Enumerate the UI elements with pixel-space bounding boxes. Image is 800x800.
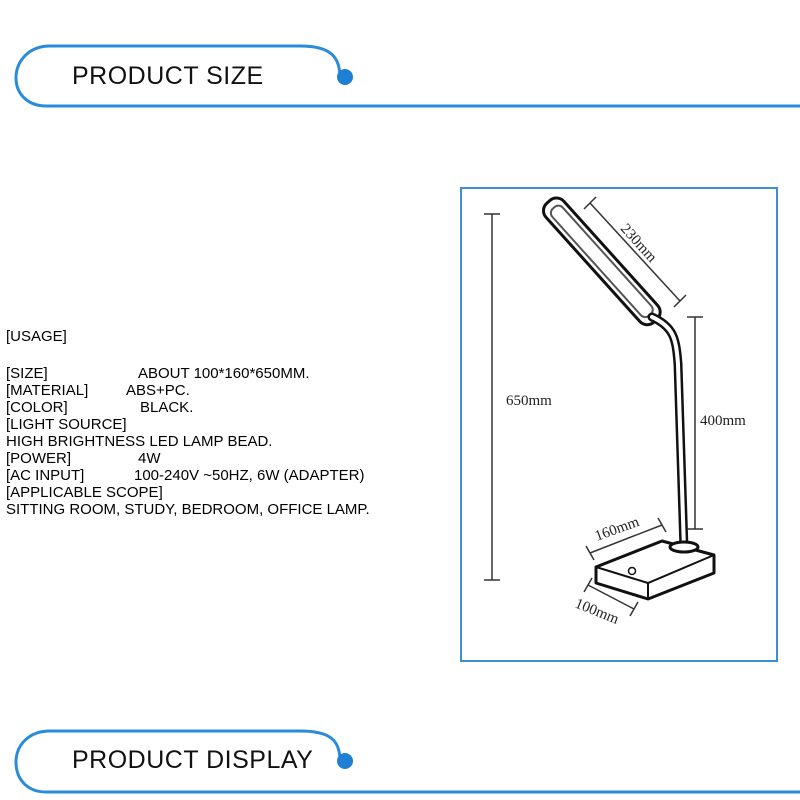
lamp-dimension-diagram: 650mm 230mm 400mm	[460, 187, 778, 662]
spec-key: SITTING ROOM, STUDY, BEDROOM, OFFICE LAM…	[6, 501, 370, 518]
spec-value: BLACK.	[140, 399, 194, 416]
spec-heading-text: [USAGE]	[6, 328, 67, 345]
lamp-base	[594, 539, 716, 601]
touch-button-icon	[627, 566, 637, 576]
section-title: PRODUCT DISPLAY	[72, 746, 314, 774]
banner-frame	[14, 729, 800, 794]
spec-key: [COLOR]	[6, 399, 68, 416]
spec-key: [POWER]	[6, 450, 72, 467]
head-length-label: 230mm	[617, 221, 660, 266]
product-display-banner: PRODUCT DISPLAY	[0, 728, 800, 798]
total-height-dimension	[484, 213, 500, 581]
spec-key: HIGH BRIGHTNESS LED LAMP BEAD.	[6, 433, 273, 450]
base-length-dimension	[585, 517, 667, 561]
spec-key: [MATERIAL]	[6, 382, 89, 399]
banner-frame	[14, 44, 800, 108]
neck-height-dimension	[687, 316, 703, 530]
spec-key: [AC INPUT]	[6, 467, 85, 484]
neck-height-label: 400mm	[700, 413, 746, 429]
base-length-label: 160mm	[593, 514, 642, 545]
base-width-dimension	[583, 577, 639, 617]
spec-value: ABOUT 100*160*650MM.	[138, 365, 310, 382]
section-title: PRODUCT SIZE	[72, 62, 264, 90]
spec-value: ABS+PC.	[126, 382, 190, 399]
banner-dot-icon	[337, 753, 353, 769]
spec-key: [SIZE]	[6, 365, 48, 382]
base-width-label: 100mm	[573, 596, 622, 628]
spec-key: [APPLICABLE SCOPE]	[6, 484, 163, 501]
head-length-dimension	[583, 196, 687, 308]
banner-dot-icon	[337, 69, 353, 85]
total-height-label: 650mm	[506, 393, 552, 409]
spec-key: [LIGHT SOURCE]	[6, 416, 127, 433]
lamp-drawing: 650mm 230mm 400mm	[484, 196, 746, 628]
spec-value: 100-240V ~50HZ, 6W (ADAPTER)	[134, 467, 365, 484]
product-size-banner: PRODUCT SIZE	[0, 42, 800, 112]
spec-value: 4W	[138, 450, 161, 467]
